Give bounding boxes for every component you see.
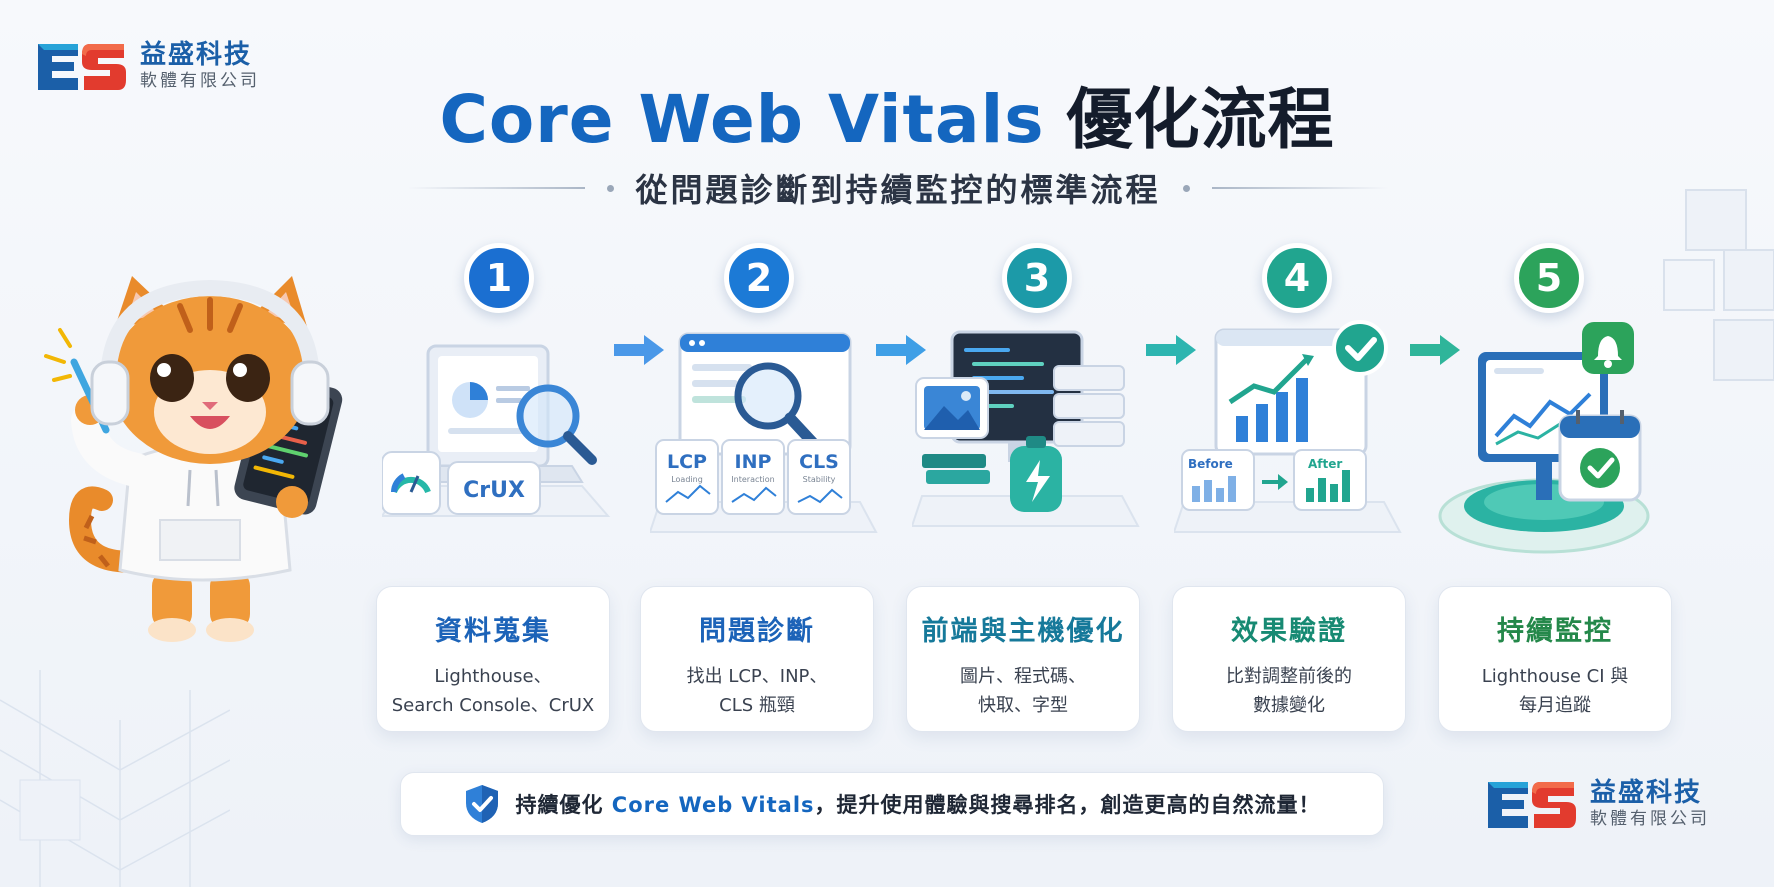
metric-cls-caption: Stability (803, 475, 836, 484)
metric-lcp-label: LCP (667, 451, 707, 473)
step-card-5: 持續監控 Lighthouse CI 與 每月追蹤 (1438, 586, 1672, 732)
page-subtitle: 從問題診斷到持續監控的標準流程 (635, 171, 1161, 209)
step-2-desc-line2: CLS 瓶頸 (719, 695, 795, 716)
brand-logo: 益盛科技 軟體有限公司 (34, 38, 260, 94)
step-2-number: 2 (724, 243, 794, 313)
step-5-illustration-icon (1438, 322, 1650, 554)
brand-name: 益盛科技 (140, 39, 253, 70)
metric-inp-label: INP (735, 451, 772, 473)
footer-banner: 持續優化 Core Web Vitals，提升使用體驗與搜尋排名，創造更高的自然… (400, 772, 1384, 836)
metric-cls-label: CLS (799, 451, 839, 473)
footer-highlight: Core Web Vitals (611, 793, 815, 817)
before-label: Before (1188, 457, 1233, 471)
brand-subtitle-bottom: 軟體有限公司 (1590, 809, 1710, 830)
page-title-zh: 優化流程 (1066, 81, 1335, 158)
footer-text-before: 持續優化 (515, 793, 612, 817)
step-4-illustration-icon: Before After (1174, 320, 1402, 533)
step-2-illustration-icon: LCP Loading INP Interaction CLS Stabilit… (650, 332, 878, 533)
footer-text-after: ，提升使用體驗與搜尋排名，創造更高的自然流量！ (814, 793, 1321, 817)
step-3-title: 前端與主機優化 (921, 616, 1125, 647)
step-4-title: 效果驗證 (1231, 616, 1347, 647)
es-logo-mark-bottom-icon (1488, 782, 1576, 828)
step-4-desc-line2: 數據變化 (1253, 695, 1325, 716)
flow-arrow-2-3-icon (876, 335, 926, 365)
crux-badge-text: CrUX (463, 478, 525, 503)
step-card-4: 效果驗證 比對調整前後的 數據變化 (1172, 586, 1406, 732)
step-4-desc-line1: 比對調整前後的 (1226, 666, 1352, 687)
step-5-number-text: 5 (1535, 256, 1563, 300)
subtitle-divider-left (408, 187, 585, 189)
step-2-title: 問題診斷 (699, 616, 815, 647)
shield-check-icon (466, 785, 499, 823)
step-card-3: 前端與主機優化 圖片、程式碼、 快取、字型 (906, 586, 1140, 732)
step-2-number-text: 2 (745, 256, 773, 300)
step-5-desc-line2: 每月追蹤 (1519, 695, 1591, 716)
step-4-number: 4 (1262, 243, 1332, 313)
footer-text: 持續優化 Core Web Vitals，提升使用體驗與搜尋排名，創造更高的自然… (515, 789, 1320, 819)
step-1-number: 1 (464, 243, 534, 313)
step-5-title: 持續監控 (1497, 616, 1613, 647)
subtitle-dot-left (606, 184, 614, 192)
step-1-number-text: 1 (485, 256, 513, 300)
after-label: After (1308, 457, 1342, 471)
flow-arrow-3-4-icon (1146, 335, 1196, 365)
step-3-desc-line1: 圖片、程式碼、 (960, 666, 1086, 687)
step-5-desc-line1: Lighthouse CI 與 (1481, 666, 1629, 687)
step-2-desc-line1: 找出 LCP、INP、 (686, 666, 828, 687)
metric-lcp-caption: Loading (671, 475, 703, 484)
page-title-en: Core Web Vitals (439, 81, 1045, 158)
brand-subtitle: 軟體有限公司 (140, 71, 260, 92)
step-1-desc-line2: Search Console、CrUX (391, 695, 595, 716)
step-3-number: 3 (1002, 243, 1072, 313)
flow-arrow-1-2-icon (614, 335, 664, 365)
subtitle-divider-right (1211, 187, 1389, 189)
step-4-number-text: 4 (1283, 256, 1311, 300)
cat-mascot-icon (44, 276, 343, 642)
page-title: Core Web Vitals 優化流程 (0, 66, 1774, 162)
step-card-1: 資料蒐集 Lighthouse、 Search Console、CrUX (376, 586, 610, 732)
brand-logo-bottom: 益盛科技 軟體有限公司 (1484, 776, 1710, 832)
step-3-desc-line2: 快取、字型 (978, 695, 1068, 716)
step-1-title: 資料蒐集 (435, 616, 551, 647)
metric-inp-caption: Interaction (731, 475, 774, 484)
es-logo-mark-icon (38, 44, 126, 90)
step-card-2: 問題診斷 找出 LCP、INP、 CLS 瓶頸 (640, 586, 874, 732)
step-3-illustration-icon (912, 330, 1140, 527)
step-1-desc-line1: Lighthouse、 (434, 666, 552, 687)
step-5-number: 5 (1514, 243, 1584, 313)
step-1-illustration-icon: CrUX (382, 344, 611, 517)
decorative-grid-icon (0, 670, 230, 887)
step-3-number-text: 3 (1023, 256, 1051, 300)
brand-name-bottom: 益盛科技 (1590, 777, 1703, 808)
subtitle-dot-right (1182, 184, 1190, 192)
decorative-cubes-icon (1663, 189, 1774, 381)
subtitle-row: 從問題診斷到持續監控的標準流程 (408, 166, 1389, 210)
flow-arrow-4-5-icon (1410, 335, 1460, 365)
